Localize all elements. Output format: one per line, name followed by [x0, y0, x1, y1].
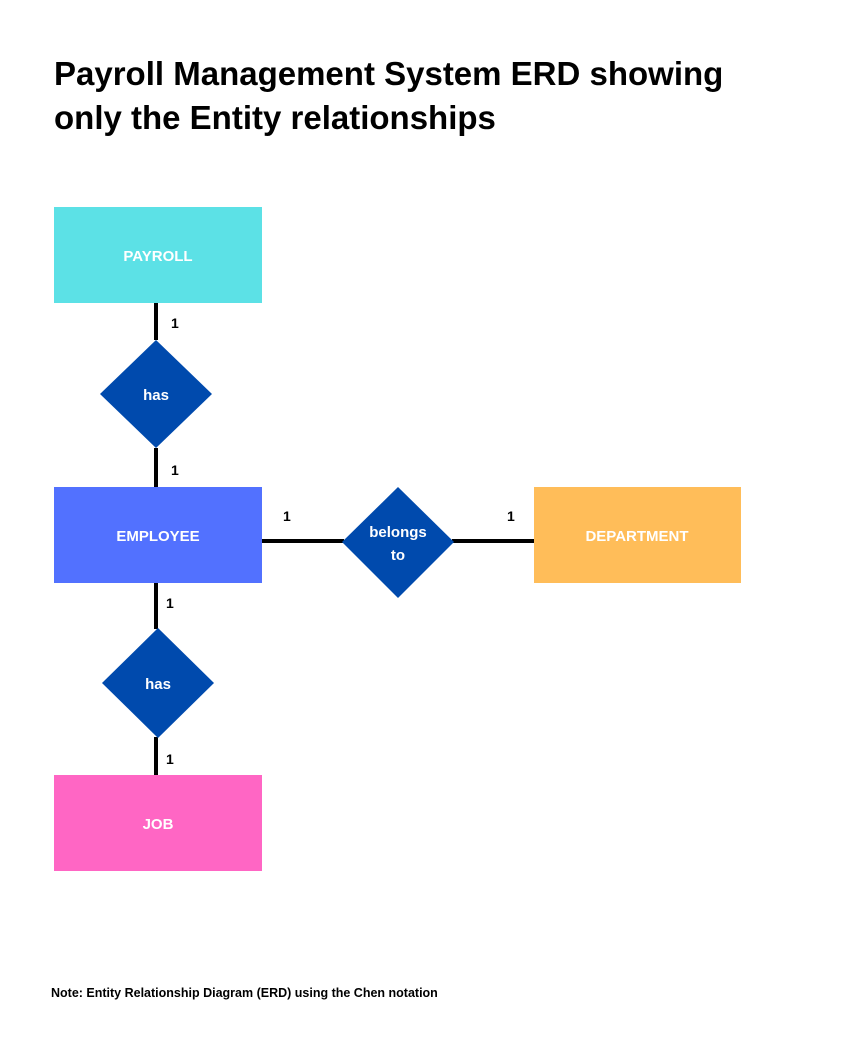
- relationship-employee-department-diamond: [342, 487, 454, 598]
- diagram-title: Payroll Management System ERD showing on…: [54, 55, 724, 136]
- relationship-employee-department-label-line2: to: [391, 547, 405, 564]
- entity-department-box: [534, 487, 741, 583]
- relationship-payroll-employee-diamond: [100, 340, 212, 448]
- entity-job-label: JOB: [143, 816, 174, 833]
- entity-employee-label: EMPLOYEE: [116, 528, 199, 545]
- entity-employee: EMPLOYEE: [54, 487, 262, 583]
- footnote: Note: Entity Relationship Diagram (ERD) …: [51, 986, 438, 1000]
- entity-department-label: DEPARTMENT: [585, 528, 688, 545]
- cardinality-payroll-side: 1: [171, 315, 179, 331]
- entity-payroll-box: [54, 207, 262, 303]
- entity-payroll: PAYROLL: [54, 207, 262, 303]
- entity-job: JOB: [54, 775, 262, 871]
- relationship-employee-job: has: [102, 628, 214, 738]
- cardinality-employee-side-department: 1: [283, 508, 291, 524]
- entity-department: DEPARTMENT: [534, 487, 741, 583]
- relationship-payroll-employee: has: [100, 340, 212, 448]
- cardinality-employee-side-job: 1: [166, 595, 174, 611]
- relationship-payroll-employee-label: has: [143, 387, 169, 404]
- cardinality-job-side: 1: [166, 751, 174, 767]
- cardinality-department-side: 1: [507, 508, 515, 524]
- entity-job-box: [54, 775, 262, 871]
- entity-employee-box: [54, 487, 262, 583]
- relationship-employee-department: belongs to: [342, 487, 454, 598]
- relationship-employee-department-label-line1: belongs: [369, 524, 427, 541]
- relationship-employee-job-label: has: [145, 676, 171, 693]
- cardinality-employee-side-payroll: 1: [171, 462, 179, 478]
- entity-payroll-label: PAYROLL: [123, 248, 192, 265]
- relationship-employee-job-diamond: [102, 628, 214, 738]
